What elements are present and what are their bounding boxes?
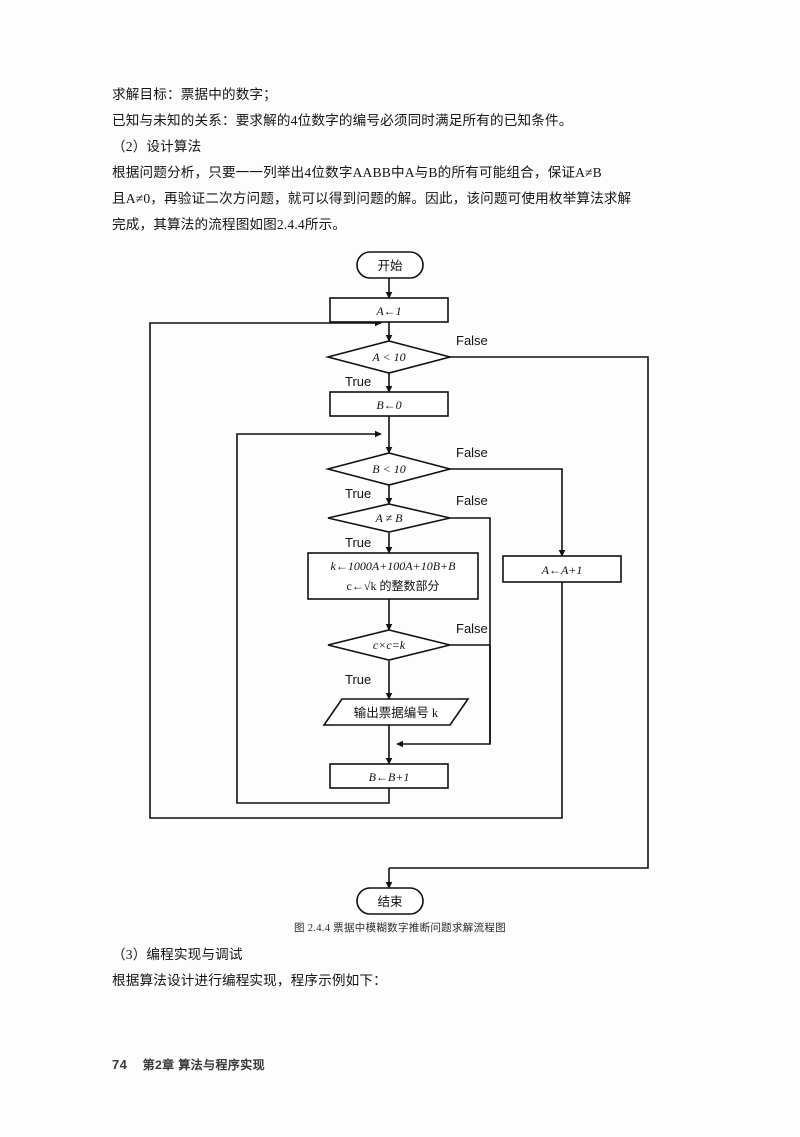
conn-condb-false xyxy=(450,468,566,557)
node-start xyxy=(356,251,424,279)
node-init-b xyxy=(329,391,449,417)
footer-chapter-title: 第2章 算法与程序实现 xyxy=(142,1058,266,1072)
node-cond-square xyxy=(327,629,451,661)
conn-conda-false xyxy=(389,356,649,869)
conn-incb-loopback xyxy=(236,430,390,804)
paragraph-goal: 求解目标：票据中的数字； xyxy=(112,87,277,102)
flowchart-figure: 开始 A←1 A < 10 False True B←0 B < 10 Fals… xyxy=(0,240,800,940)
label-cond-square-true: True xyxy=(345,672,371,687)
node-output-label: 输出票据编号 k xyxy=(354,705,439,720)
node-inc-b-label: B←B+1 xyxy=(369,770,410,784)
node-init-a xyxy=(329,297,449,323)
node-cond-a xyxy=(324,340,454,374)
label-cond-square-false: False xyxy=(456,621,488,636)
node-compute-line2: c←√k 的整数部分 xyxy=(347,578,440,593)
label-cond-a-false: False xyxy=(456,333,488,348)
label-cond-b-false: False xyxy=(456,445,488,460)
node-cond-a-label: A < 10 xyxy=(371,350,405,364)
flowchart-svg: 开始 A←1 A < 10 False True B←0 B < 10 Fals… xyxy=(149,251,649,915)
paragraph-analysis-line2: 且A≠0，再验证二次方问题，就可以得到问题的解。因此，该问题可使用枚举算法求解 xyxy=(112,191,632,206)
figure-caption: 图 2.4.4 票据中模糊数字推断问题求解流程图 xyxy=(294,923,506,934)
footer-page-number: 74 xyxy=(112,1057,128,1072)
node-cond-ab xyxy=(327,503,451,533)
node-cond-square-label: c×c=k xyxy=(373,638,406,652)
node-end xyxy=(356,887,424,915)
node-cond-ab-label: A ≠ B xyxy=(374,511,403,525)
node-init-a-label: A←1 xyxy=(375,304,401,318)
node-inc-b xyxy=(329,763,449,789)
label-cond-a-true: True xyxy=(345,374,371,389)
paragraph-analysis-line3: 完成，其算法的流程图如图2.4.4所示。 xyxy=(112,217,347,232)
paragraph-section-3: （3）编程实现与调试 xyxy=(112,947,243,962)
paragraph-section-2: （2）设计算法 xyxy=(112,139,202,154)
bottom-text-block: （3）编程实现与调试 根据算法设计进行编程实现，程序示例如下： xyxy=(112,942,692,994)
node-compute-line1: k←1000A+100A+10B+B xyxy=(331,559,457,573)
conn-false-merge xyxy=(396,645,491,748)
node-output xyxy=(322,698,470,726)
conn-inca-loopback xyxy=(149,319,563,819)
node-inc-a xyxy=(502,555,622,583)
top-text-block: 求解目标：票据中的数字； 已知与未知的关系：要求解的4位数字的编号必须同时满足所… xyxy=(112,82,692,238)
node-end-label: 结束 xyxy=(377,895,403,909)
node-cond-b xyxy=(324,452,454,486)
node-compute xyxy=(307,552,479,600)
label-cond-ab-true: True xyxy=(345,535,371,550)
node-init-b-label: B←0 xyxy=(376,398,401,412)
paragraph-analysis-line1: 根据问题分析，只要一一列举出4位数字AABB中A与B的所有可能组合，保证A≠B xyxy=(112,165,602,180)
page-footer: 74 第2章 算法与程序实现 xyxy=(112,1056,265,1073)
label-cond-ab-false: False xyxy=(456,493,488,508)
node-inc-a-label: A←A+1 xyxy=(541,563,583,577)
paragraph-relation: 已知与未知的关系：要求解的4位数字的编号必须同时满足所有的已知条件。 xyxy=(112,113,573,128)
node-cond-b-label: B < 10 xyxy=(372,462,405,476)
paragraph-implementation: 根据算法设计进行编程实现，程序示例如下： xyxy=(112,973,387,988)
label-cond-b-true: True xyxy=(345,486,371,501)
node-start-label: 开始 xyxy=(377,259,403,273)
